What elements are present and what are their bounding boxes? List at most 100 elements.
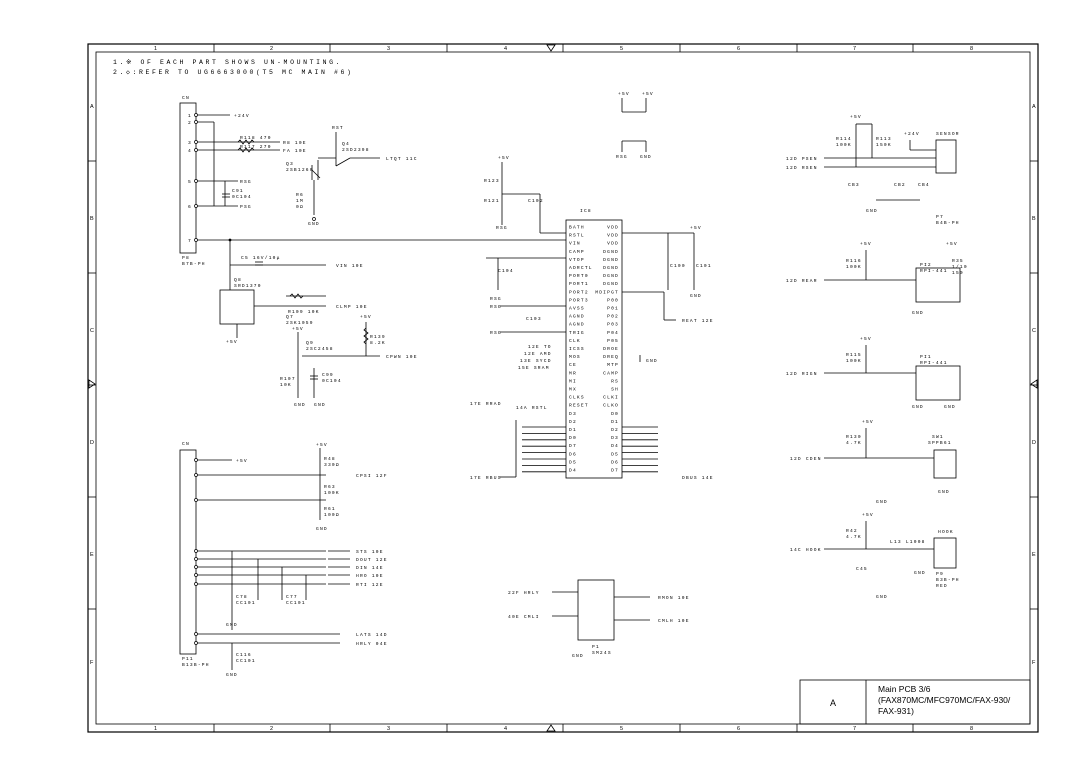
ic-pin-label: CLKS (569, 395, 585, 401)
cap-label: C91 (232, 188, 244, 194)
net-label: +5V (860, 336, 872, 342)
part-label: R123 (484, 178, 500, 184)
net-label: RSG (490, 296, 502, 302)
net-label: FA 10E (283, 148, 307, 154)
part-label: 100K (846, 358, 862, 364)
net-label: GND (690, 293, 702, 299)
part-label: R130 (846, 434, 862, 440)
part-label: R6 (296, 192, 304, 198)
net-label: +5V (236, 458, 248, 464)
pin-number: 7 (188, 238, 192, 244)
signal-label: 17E RBUS (470, 475, 502, 481)
ic-pin-label: VDD (607, 241, 619, 247)
part-label: Q3 (286, 161, 294, 167)
col-label: 4 (504, 46, 507, 52)
part-label: 150 (952, 270, 964, 276)
data-bus-right (622, 426, 658, 473)
col-label: 8 (970, 726, 973, 732)
ic-pin-label: SH (611, 387, 619, 393)
signal-label: 15E SRAM (518, 365, 550, 371)
net-label: GND (226, 622, 238, 628)
net-label: GND (640, 154, 652, 160)
pin-number: 4 (188, 148, 192, 154)
part-label: Q7 (286, 314, 294, 320)
col-label: 7 (853, 46, 856, 52)
part-label: SW1 (932, 434, 944, 440)
part-label: P1 (592, 644, 600, 650)
pin-number: 5 (188, 179, 192, 185)
part-label: R121 (484, 198, 500, 204)
ic-pin-label: D4 (569, 468, 577, 474)
net-label: +5V (860, 241, 872, 247)
ic-pin-label: DGND (603, 281, 619, 287)
ic-pin-label: D5 (569, 459, 577, 465)
cap-label: C99 (322, 372, 334, 378)
row-label: D (1032, 440, 1036, 446)
part-label: 2SB1260 (286, 167, 314, 173)
ic-right-pins: VDDVDDVDDDGNDDGNDDGNDDGNDDGNDMDIPGTP00P0… (595, 225, 619, 474)
part-label: 150K (876, 142, 892, 148)
q7-q9-stage: C5 16V/10μ VIN 10E Q8 SRD1370 CLMP 10E R… (219, 238, 416, 408)
net-label: GND (914, 570, 926, 576)
part-label: R107 (280, 376, 296, 382)
row-label: F (1032, 660, 1036, 666)
cap-label: CC101 (286, 600, 306, 606)
ic-pin-label: DGND (603, 265, 619, 271)
net-label: R8 10E (283, 140, 307, 146)
col-label: 1 (154, 46, 157, 52)
net-label: RSG (490, 330, 502, 336)
ic-pin-label: DGND (603, 273, 619, 279)
ic-pin-label: AVSS (569, 306, 585, 312)
ic-pin-label: D3 (569, 411, 577, 417)
part-label: 330Ω (324, 462, 340, 468)
net-label: +5V (946, 241, 958, 247)
ic-pin-label: DGND (603, 257, 619, 263)
part-label: 1/10 (952, 264, 968, 270)
ic-pin-label: P01 (607, 306, 619, 312)
row-label: A (90, 104, 94, 110)
row-label: C (1032, 328, 1036, 334)
cap-label: CC101 (236, 600, 256, 606)
connector-title: HOOK (938, 529, 954, 535)
signal-label: 13E SYCD (520, 358, 552, 364)
ic-pin-label: ADRCTL (569, 265, 593, 271)
signal-label: DOUT 12E (356, 557, 388, 563)
net-label: GND (314, 402, 326, 408)
signal-label: RTI 12E (356, 582, 384, 588)
ic-pin-label: DROE (603, 346, 619, 352)
ic-pin-label: AGND (569, 322, 585, 328)
drawing-frame: 1 2 3 4 5 6 7 8 1 2 3 4 5 6 7 8 A B C D … (87, 43, 1039, 733)
note-line: 1.※ OF EACH PART SHOWS UN-MOUNTING. (113, 59, 342, 66)
net-label: +5V (690, 225, 702, 231)
signal-label: 17E RRAD (470, 401, 502, 407)
ic-pin-label: MR (569, 370, 577, 376)
part-label: R42 (846, 528, 858, 534)
ic-pin-label: TRIG (569, 330, 585, 336)
col-label: 5 (620, 726, 623, 732)
ic-pin-label: PORT2 (569, 289, 589, 295)
ic-pin-label: P04 (607, 330, 619, 336)
ic-pin-label: BATH (569, 225, 585, 231)
cap-label: C103 (526, 316, 542, 322)
part-label: PI2 (920, 262, 932, 268)
part-label: 2SC2458 (306, 346, 334, 352)
ic-pin-label: AGND (569, 314, 585, 320)
ic-pin-label: VDD (607, 233, 619, 239)
ic-pin-label: P00 (607, 297, 619, 303)
net-label: GND (938, 489, 950, 495)
ic-pin-label: D2 (569, 419, 577, 425)
ic-pin-label: CLKO (603, 403, 619, 409)
ic-pin-label: DGND (603, 249, 619, 255)
net-label: CLMP 10E (336, 304, 368, 310)
ic-pin-label: P02 (607, 314, 619, 320)
net-label: GND (572, 653, 584, 659)
col-label: 5 (620, 46, 623, 52)
net-label: RSG (240, 179, 252, 185)
ic-pin-label: D0 (611, 411, 619, 417)
cap-label: C101 (696, 263, 712, 269)
signal-label: 12D RIGN (786, 371, 818, 377)
signal-label: REAT 12E (682, 318, 714, 324)
ic-pin-label: D6 (611, 459, 619, 465)
ic-pin-label: MOS (569, 354, 581, 360)
